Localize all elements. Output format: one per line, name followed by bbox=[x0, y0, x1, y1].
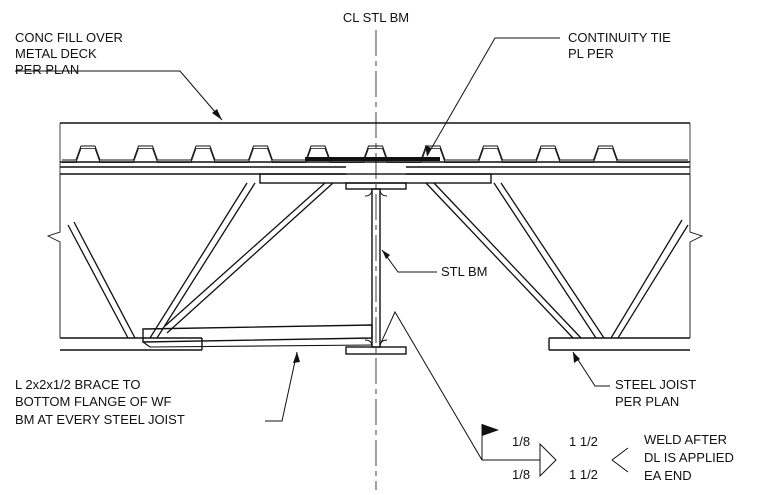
joist-bottom-chord-right bbox=[548, 337, 690, 351]
weld-symbol: 1/8 1 1/2 1/8 1 1/2 bbox=[481, 424, 629, 482]
callout-weld-note: WELD AFTER DL IS APPLIED EA END bbox=[644, 432, 734, 483]
leader-arrowheads bbox=[212, 109, 580, 363]
weld-top-size: 1/8 bbox=[512, 434, 530, 449]
joist-web-right bbox=[425, 182, 689, 339]
callout-continuity-tie: CONTINUITY TIE PL PER bbox=[568, 30, 671, 61]
leader-lines bbox=[15, 37, 610, 461]
svg-text:PER PLAN: PER PLAN bbox=[615, 394, 679, 409]
deck-profile-bottom bbox=[62, 148, 688, 163]
joist-top-chord-left bbox=[60, 166, 346, 175]
callout-stl-bm: STL BM bbox=[441, 264, 487, 279]
svg-text:PER PLAN: PER PLAN bbox=[15, 62, 79, 77]
concrete-slab bbox=[59, 122, 691, 175]
callout-conc-fill: CONC FILL OVER METAL DECK PER PLAN bbox=[15, 30, 123, 77]
break-mark-left bbox=[46, 175, 61, 338]
angle-brace bbox=[142, 324, 373, 348]
joist-bottom-chord-left bbox=[60, 337, 203, 351]
continuity-tie-plate bbox=[259, 173, 492, 184]
svg-text:DL IS APPLIED: DL IS APPLIED bbox=[644, 450, 734, 465]
deck-center-strip bbox=[305, 157, 440, 161]
svg-text:BOTTOM FLANGE OF WF: BOTTOM FLANGE OF WF bbox=[15, 394, 172, 409]
fillet-weld-symbol bbox=[539, 442, 557, 478]
svg-text:STEEL JOIST: STEEL JOIST bbox=[615, 377, 696, 392]
joist-web-left bbox=[67, 182, 334, 339]
svg-text:METAL DECK: METAL DECK bbox=[15, 46, 97, 61]
steel-wide-flange-beam bbox=[345, 182, 407, 355]
svg-text:EA END: EA END bbox=[644, 468, 692, 483]
weld-bottom-length: 1 1/2 bbox=[569, 467, 598, 482]
field-weld-flag bbox=[482, 424, 499, 436]
weld-top-length: 1 1/2 bbox=[569, 434, 598, 449]
svg-text:BM AT EVERY STEEL JOIST: BM AT EVERY STEEL JOIST bbox=[15, 412, 185, 427]
joist-top-chord-right bbox=[406, 166, 690, 175]
svg-text:CONTINUITY TIE: CONTINUITY TIE bbox=[568, 30, 671, 45]
svg-text:WELD AFTER: WELD AFTER bbox=[644, 432, 727, 447]
svg-text:PL PER: PL PER bbox=[568, 46, 614, 61]
weld-bottom-size: 1/8 bbox=[512, 467, 530, 482]
break-mark-right bbox=[689, 175, 704, 338]
callout-steel-joist: STEEL JOIST PER PLAN bbox=[615, 377, 696, 409]
centerline-label: CL STL BM bbox=[343, 10, 409, 25]
callout-brace: L 2x2x1/2 BRACE TO BOTTOM FLANGE OF WF B… bbox=[15, 377, 185, 427]
svg-text:L 2x2x1/2 BRACE TO: L 2x2x1/2 BRACE TO bbox=[15, 377, 141, 392]
metal-deck bbox=[62, 145, 688, 163]
svg-text:CONC FILL OVER: CONC FILL OVER bbox=[15, 30, 123, 45]
